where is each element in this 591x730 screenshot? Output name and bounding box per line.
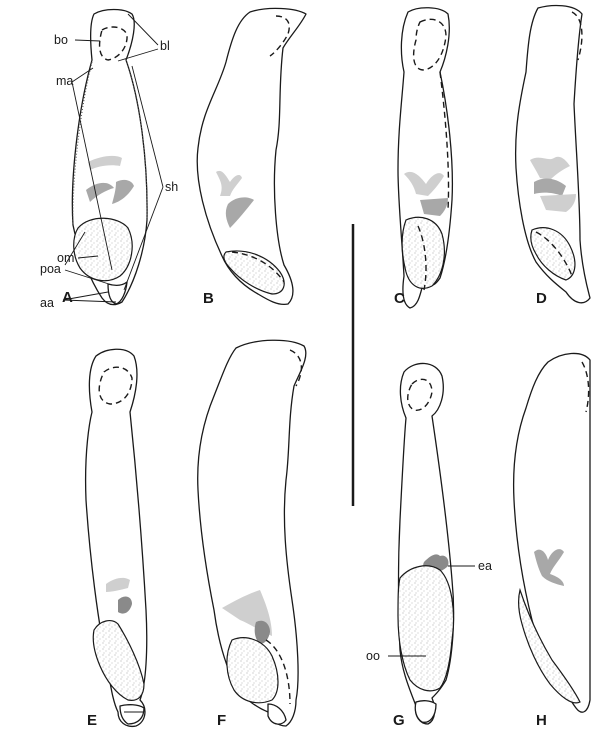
panel-b-scale — [197, 8, 306, 304]
label-poa: poa — [40, 262, 61, 276]
panel-c-scale — [398, 8, 452, 308]
label-ea: ea — [478, 559, 492, 573]
panel-label-h: H — [536, 712, 547, 729]
label-aa: aa — [40, 296, 54, 310]
panel-f-scale — [198, 340, 306, 726]
label-oo: oo — [366, 649, 380, 663]
panel-d-scale — [516, 6, 590, 303]
panel-g-scale — [388, 363, 475, 724]
panel-label-b: B — [203, 290, 214, 307]
panel-label-d: D — [536, 290, 547, 307]
panel-label-f: F — [217, 712, 226, 729]
panel-label-c: C — [394, 290, 405, 307]
panel-h-scale — [514, 353, 590, 712]
panel-label-e: E — [87, 712, 97, 729]
label-sh: sh — [165, 180, 178, 194]
panel-label-a: A — [62, 289, 73, 306]
label-bo: bo — [54, 33, 68, 47]
label-ma: ma — [56, 74, 73, 88]
panel-e-scale — [86, 349, 147, 726]
panel-label-g: G — [393, 712, 405, 729]
label-bl: bl — [160, 39, 170, 53]
